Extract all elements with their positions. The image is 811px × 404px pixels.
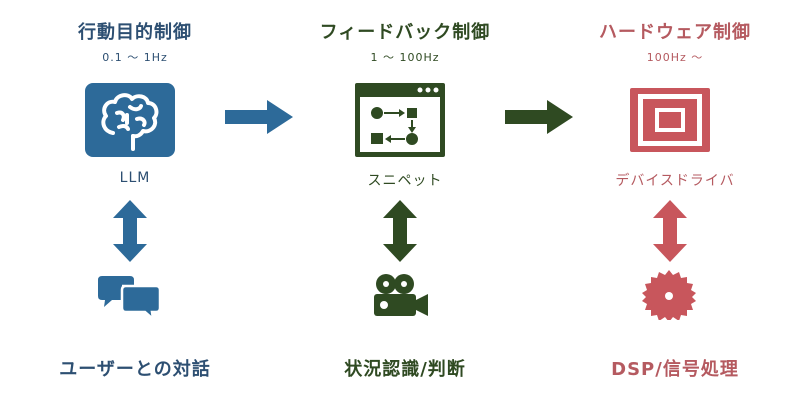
column-title: ハードウェア制御 [599,22,751,43]
bottom-label: 状況認識/判断 [344,359,466,380]
bottom-label: DSP/信号処理 [611,359,739,380]
saw-blade-icon [642,270,696,320]
frequency-label: 1 ～ 100Hz [370,51,440,64]
frequency-label: 0.1 ～ 1Hz [102,51,168,64]
double-arrow-icon [383,200,417,262]
column-goal-control: 行動目的制御 0.1 ～ 1Hz LLM ユーザーとの対話 [0,0,270,404]
double-arrow-icon [653,200,687,262]
brain-icon [85,83,175,157]
sub-label: LLM [119,170,151,186]
frequency-label: 100Hz ～ [646,51,704,64]
column-hardware-control: ハードウェア制御 100Hz ～ デバイスドライバ DSP/信号処理 [540,0,810,404]
chip-icon [625,88,715,152]
double-arrow-icon [113,200,147,262]
bottom-label: ユーザーとの対話 [59,359,211,380]
column-title: フィードバック制御 [319,22,491,43]
sub-label: スニペット [367,173,443,189]
column-feedback-control: フィードバック制御 1 ～ 100Hz スニペット [270,0,540,404]
column-title: 行動目的制御 [78,22,192,43]
sub-label: デバイスドライバ [615,173,735,189]
code-window-icon [355,83,445,157]
video-camera-icon [374,274,428,316]
arrow-snippet-to-driver [505,100,573,134]
chat-bubbles-icon [98,276,162,320]
arrow-llm-to-snippet [225,100,293,134]
